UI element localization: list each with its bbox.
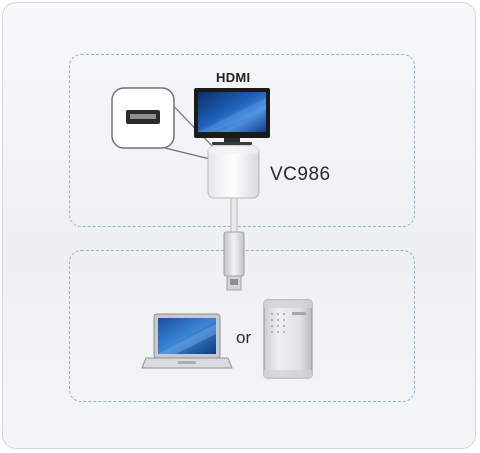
diagram-card [2, 2, 476, 449]
hdmi-monitor-icon [194, 88, 270, 145]
or-label: or [236, 328, 252, 347]
desktop-tower-icon [263, 299, 313, 379]
displayport-plug-icon [223, 231, 245, 291]
hdmi-port-callout-icon [111, 87, 215, 161]
adapter-icon [207, 145, 260, 233]
model-label: VC986 [270, 164, 331, 185]
laptop-icon [141, 313, 233, 369]
display-zone [69, 54, 415, 227]
hdmi-label: HDMI [216, 70, 251, 85]
